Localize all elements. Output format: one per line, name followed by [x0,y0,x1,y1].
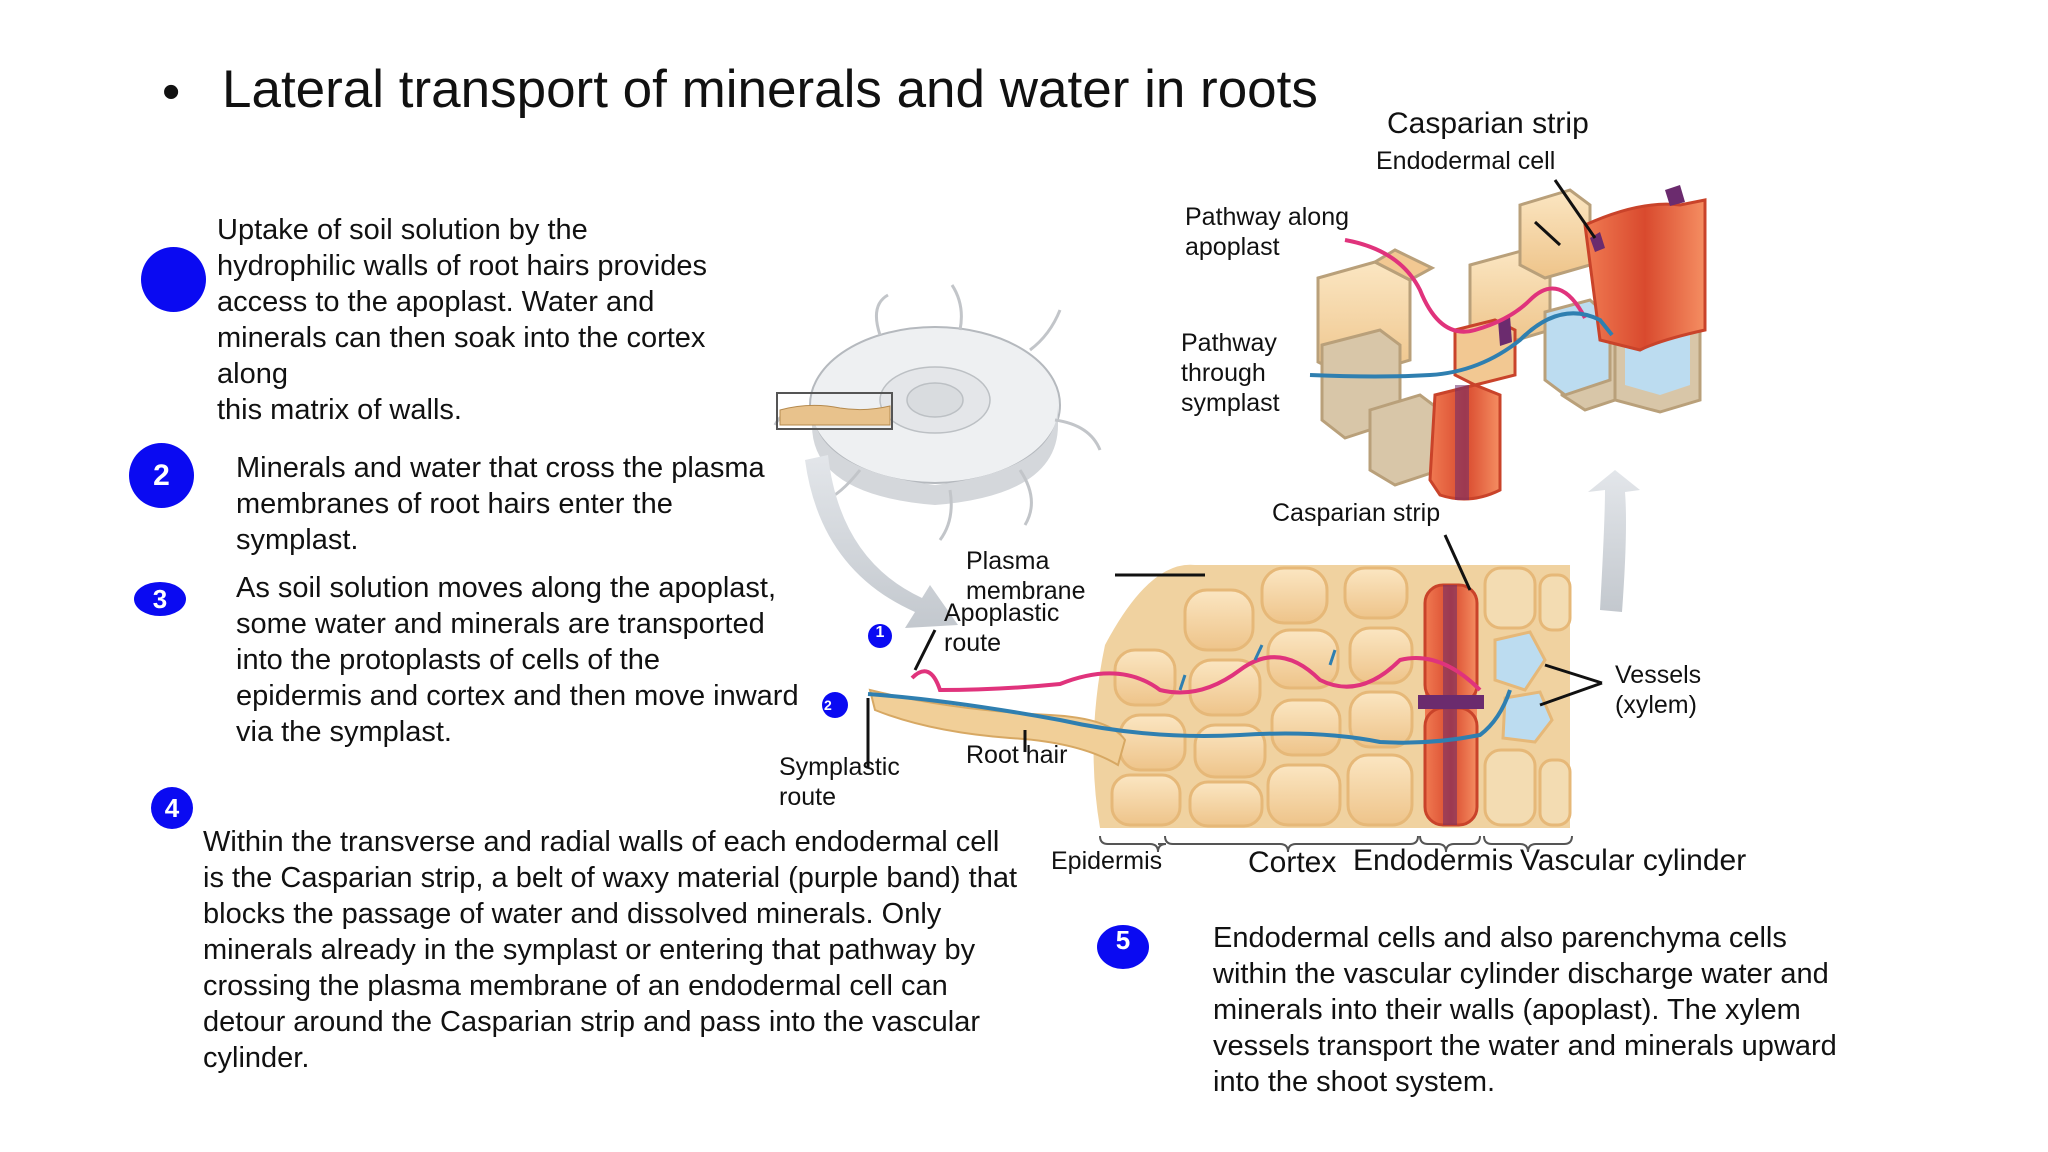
leader-lines [866,179,1603,768]
step-5-text: Endodermal cells and also parenchyma cel… [1213,922,1837,1098]
label-casparian-strip-top: Casparian strip [1387,107,1589,140]
root-cross-section [773,284,1102,541]
label-endodermis: Endodermis [1353,844,1514,877]
label-root-hair: Root hair [966,741,1068,769]
diagram-marker-2: 2 [822,692,848,718]
label-endodermal-cell: Endodermal cell [1376,147,1556,175]
diagram-marker-1: 1 [868,624,892,648]
step-4-text: Within the transverse and radial walls o… [203,826,1018,1074]
endodermal-cell-block [1316,185,1707,501]
apoplastic-path [910,655,1482,695]
slide-title: Lateral transport of minerals and water … [222,60,1318,119]
symplast-path-upper [1309,311,1614,379]
label-cortex: Cortex [1248,846,1337,879]
label-symplastic-route: Symplastic route [779,753,900,811]
step-3-badge: 3 [134,582,186,616]
step-2-text: Minerals and water that cross the plasma… [236,452,765,556]
tissue-block [868,564,1572,828]
label-vascular-cylinder: Vascular cylinder [1520,844,1747,877]
label-casparian-strip-mid: Casparian strip [1272,499,1441,527]
step-1-text: Uptake of soil solution by the hydrophil… [217,214,707,426]
title-bullet: • [162,63,181,121]
region-brackets [1099,835,1573,853]
label-vessels: Vessels (xylem) [1615,661,1702,719]
symplastic-path [867,689,1512,745]
step-3-text: As soil solution moves along the apoplas… [236,572,799,748]
label-pathway-apoplast: Pathway along apoplast [1185,203,1350,261]
step-4-badge: 4 [151,787,193,829]
step-1-badge [141,247,206,312]
zoom-arrow-right [1588,470,1640,612]
label-pathway-symplast: Pathway through symplast [1181,329,1280,417]
zoom-arrow-left [805,455,958,628]
label-apoplastic-route: Apoplastic route [944,599,1060,657]
label-epidermis: Epidermis [1051,847,1163,875]
apoplast-path-upper [1344,238,1587,334]
step-5-badge: 5 [1097,925,1149,969]
step-2-badge: 2 [129,443,194,508]
label-plasma-membrane: Plasma membrane [966,547,1086,605]
